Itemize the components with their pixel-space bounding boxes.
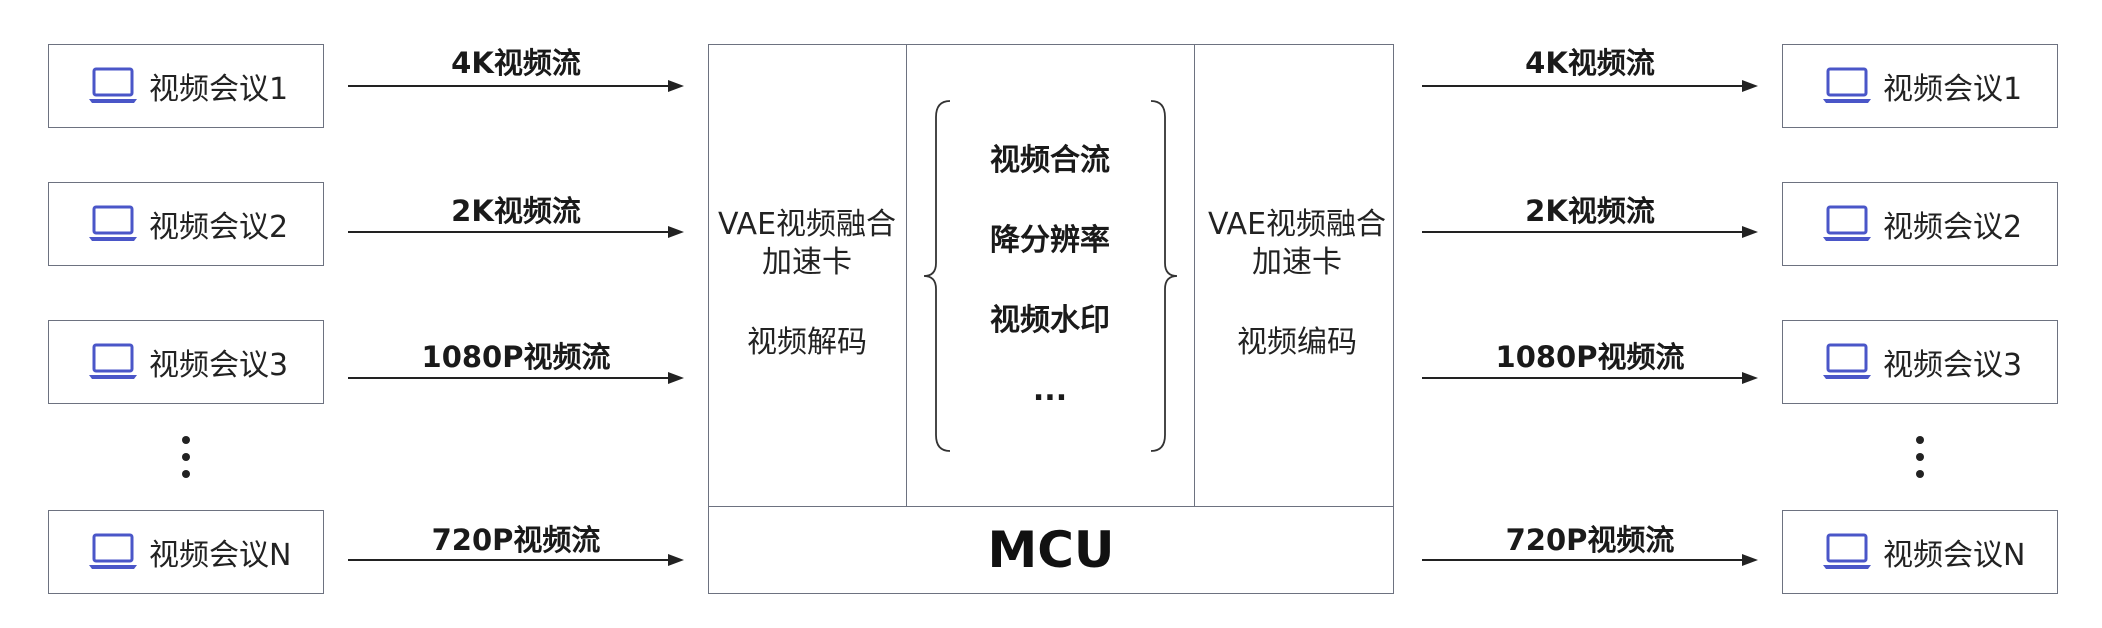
laptop-icon — [89, 343, 137, 379]
left-card-line1: VAE视频融合 — [717, 207, 897, 242]
left-card-line2: 加速卡 — [762, 245, 852, 280]
arrow-out-2 — [1422, 226, 1758, 238]
left-node-label: 视频会议2 — [149, 210, 289, 245]
left-node-3: 视频会议3 — [48, 320, 324, 404]
right-node-3: 视频会议3 — [1782, 320, 2058, 404]
right-card-function: 视频编码 — [1237, 325, 1357, 360]
stream-in-label-3: 1080P视频流 — [421, 340, 611, 374]
stream-in-label-1: 4K视频流 — [451, 46, 581, 80]
stream-out-label-4: 720P视频流 — [1505, 523, 1675, 557]
divider — [1194, 45, 1195, 506]
right-card-line2: 加速卡 — [1252, 245, 1342, 280]
mcu-title: MCU — [987, 521, 1115, 579]
process-more: ... — [1032, 373, 1068, 408]
left-brace — [923, 100, 951, 452]
ellipsis-vertical-right — [1916, 436, 1924, 487]
arrow-in-2 — [348, 226, 684, 238]
mcu-box: VAE视频融合 加速卡 视频解码 视频合流 降分辨率 视频水印 ... VAE视… — [708, 44, 1394, 594]
arrow-out-3 — [1422, 372, 1758, 384]
stream-out-label-1: 4K视频流 — [1525, 46, 1655, 80]
stream-out-label-3: 1080P视频流 — [1495, 340, 1685, 374]
right-node-label: 视频会议2 — [1883, 210, 2023, 245]
arrow-in-3 — [348, 372, 684, 384]
arrow-in-1 — [348, 80, 684, 92]
arrow-in-4 — [348, 554, 684, 566]
left-node-1: 视频会议1 — [48, 44, 324, 128]
arrow-out-4 — [1422, 554, 1758, 566]
laptop-icon — [89, 533, 137, 569]
left-node-label: 视频会议3 — [149, 348, 289, 383]
divider — [906, 45, 907, 506]
left-node-label: 视频会议1 — [149, 72, 289, 107]
right-brace — [1150, 100, 1178, 452]
right-node-label: 视频会议1 — [1883, 72, 2023, 107]
stream-in-label-4: 720P视频流 — [431, 523, 601, 557]
laptop-icon — [89, 67, 137, 103]
ellipsis-vertical-left — [182, 436, 190, 487]
right-node-1: 视频会议1 — [1782, 44, 2058, 128]
arrow-out-1 — [1422, 80, 1758, 92]
left-node-2: 视频会议2 — [48, 182, 324, 266]
right-node-label: 视频会议N — [1883, 538, 2026, 573]
right-card-line1: VAE视频融合 — [1207, 207, 1387, 242]
laptop-icon — [89, 205, 137, 241]
laptop-icon — [1823, 533, 1871, 569]
stream-out-label-2: 2K视频流 — [1525, 194, 1655, 228]
right-node-n: 视频会议N — [1782, 510, 2058, 594]
stream-in-label-2: 2K视频流 — [451, 194, 581, 228]
process-merge: 视频合流 — [990, 143, 1110, 178]
process-watermark: 视频水印 — [990, 303, 1110, 338]
laptop-icon — [1823, 205, 1871, 241]
left-card-function: 视频解码 — [747, 325, 867, 360]
left-node-label: 视频会议N — [149, 538, 292, 573]
right-node-2: 视频会议2 — [1782, 182, 2058, 266]
laptop-icon — [1823, 343, 1871, 379]
left-node-n: 视频会议N — [48, 510, 324, 594]
laptop-icon — [1823, 67, 1871, 103]
process-downscale: 降分辨率 — [990, 223, 1110, 258]
right-node-label: 视频会议3 — [1883, 348, 2023, 383]
divider — [709, 506, 1393, 507]
